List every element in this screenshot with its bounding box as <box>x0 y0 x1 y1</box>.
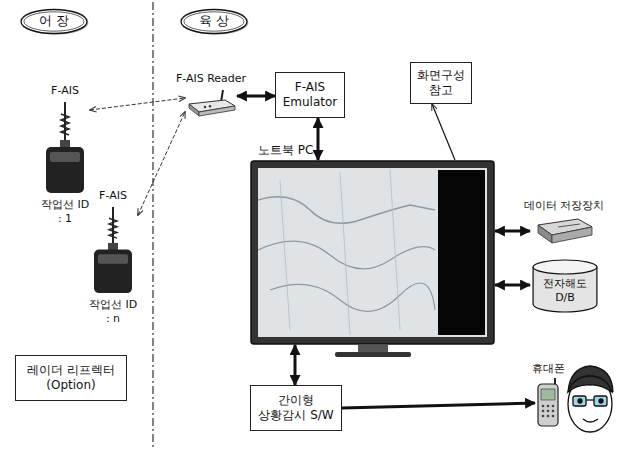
label-holder: 화면구성 참고 <box>411 63 471 103</box>
wireless-link <box>90 98 185 110</box>
node-caption: F-AIS Reader <box>176 72 246 86</box>
storage-device: 데이터 저장장치 <box>530 215 598 247</box>
node-caption: F-AIS <box>99 189 127 203</box>
data-link <box>342 403 535 408</box>
region-ellipse: 육 상 <box>178 7 250 36</box>
node-label: 어 장 <box>39 13 69 29</box>
node-label: 육 상 <box>199 13 229 29</box>
label-holder: 레이더 리프렉터 (Option) <box>16 356 126 400</box>
reader-device: F-AIS Reader <box>185 88 237 118</box>
wireless-link <box>138 112 185 215</box>
label-holder: 육 상 <box>178 7 250 36</box>
label-holder: 전자해도 D/B <box>530 258 600 313</box>
data-link <box>294 345 297 385</box>
note-box: 화면구성 참고 <box>410 62 472 104</box>
laptop-screen: 노트북 PC <box>250 160 495 345</box>
label-holder: 어 장 <box>18 7 90 36</box>
data-link <box>495 230 530 233</box>
label-holder: 간이형 상황감시 S/W <box>251 386 341 430</box>
node-caption: 작업선 ID : 1 <box>38 198 92 226</box>
process-box: F-AIS Emulator <box>275 72 345 118</box>
node-caption: 노트북 PC <box>258 143 313 158</box>
mobile-phone: 휴대폰 <box>535 378 561 428</box>
node-label: 전자해도 D/B <box>536 277 594 305</box>
label-holder: F-AIS Emulator <box>276 73 344 117</box>
option-box: 레이더 리프렉터 (Option) <box>15 355 127 401</box>
database-cylinder: 전자해도 D/B <box>530 258 600 313</box>
user-face <box>568 366 613 432</box>
node-label: 레이더 리프렉터 (Option) <box>22 363 120 393</box>
transceiver-device: F-AIS작업선 ID : 1 <box>40 100 90 195</box>
node-caption: F-AIS <box>51 84 79 98</box>
boundary-line <box>152 2 153 449</box>
data-link <box>432 104 455 160</box>
data-link <box>317 118 320 160</box>
node-label: 간이형 상황감시 S/W <box>257 393 335 423</box>
node-label: 화면구성 참고 <box>417 68 465 98</box>
transceiver-device: F-AIS작업선 ID : n <box>88 205 138 295</box>
monitor-stand <box>335 345 411 357</box>
node-caption: 작업선 ID : n <box>86 298 140 326</box>
node-label: F-AIS Emulator <box>282 80 338 110</box>
node-caption: 휴대폰 <box>532 362 565 376</box>
region-ellipse: 어 장 <box>18 7 90 36</box>
node-caption: 데이터 저장장치 <box>524 199 605 213</box>
data-link <box>237 95 275 98</box>
data-link <box>495 284 530 287</box>
process-box: 간이형 상황감시 S/W <box>250 385 342 431</box>
